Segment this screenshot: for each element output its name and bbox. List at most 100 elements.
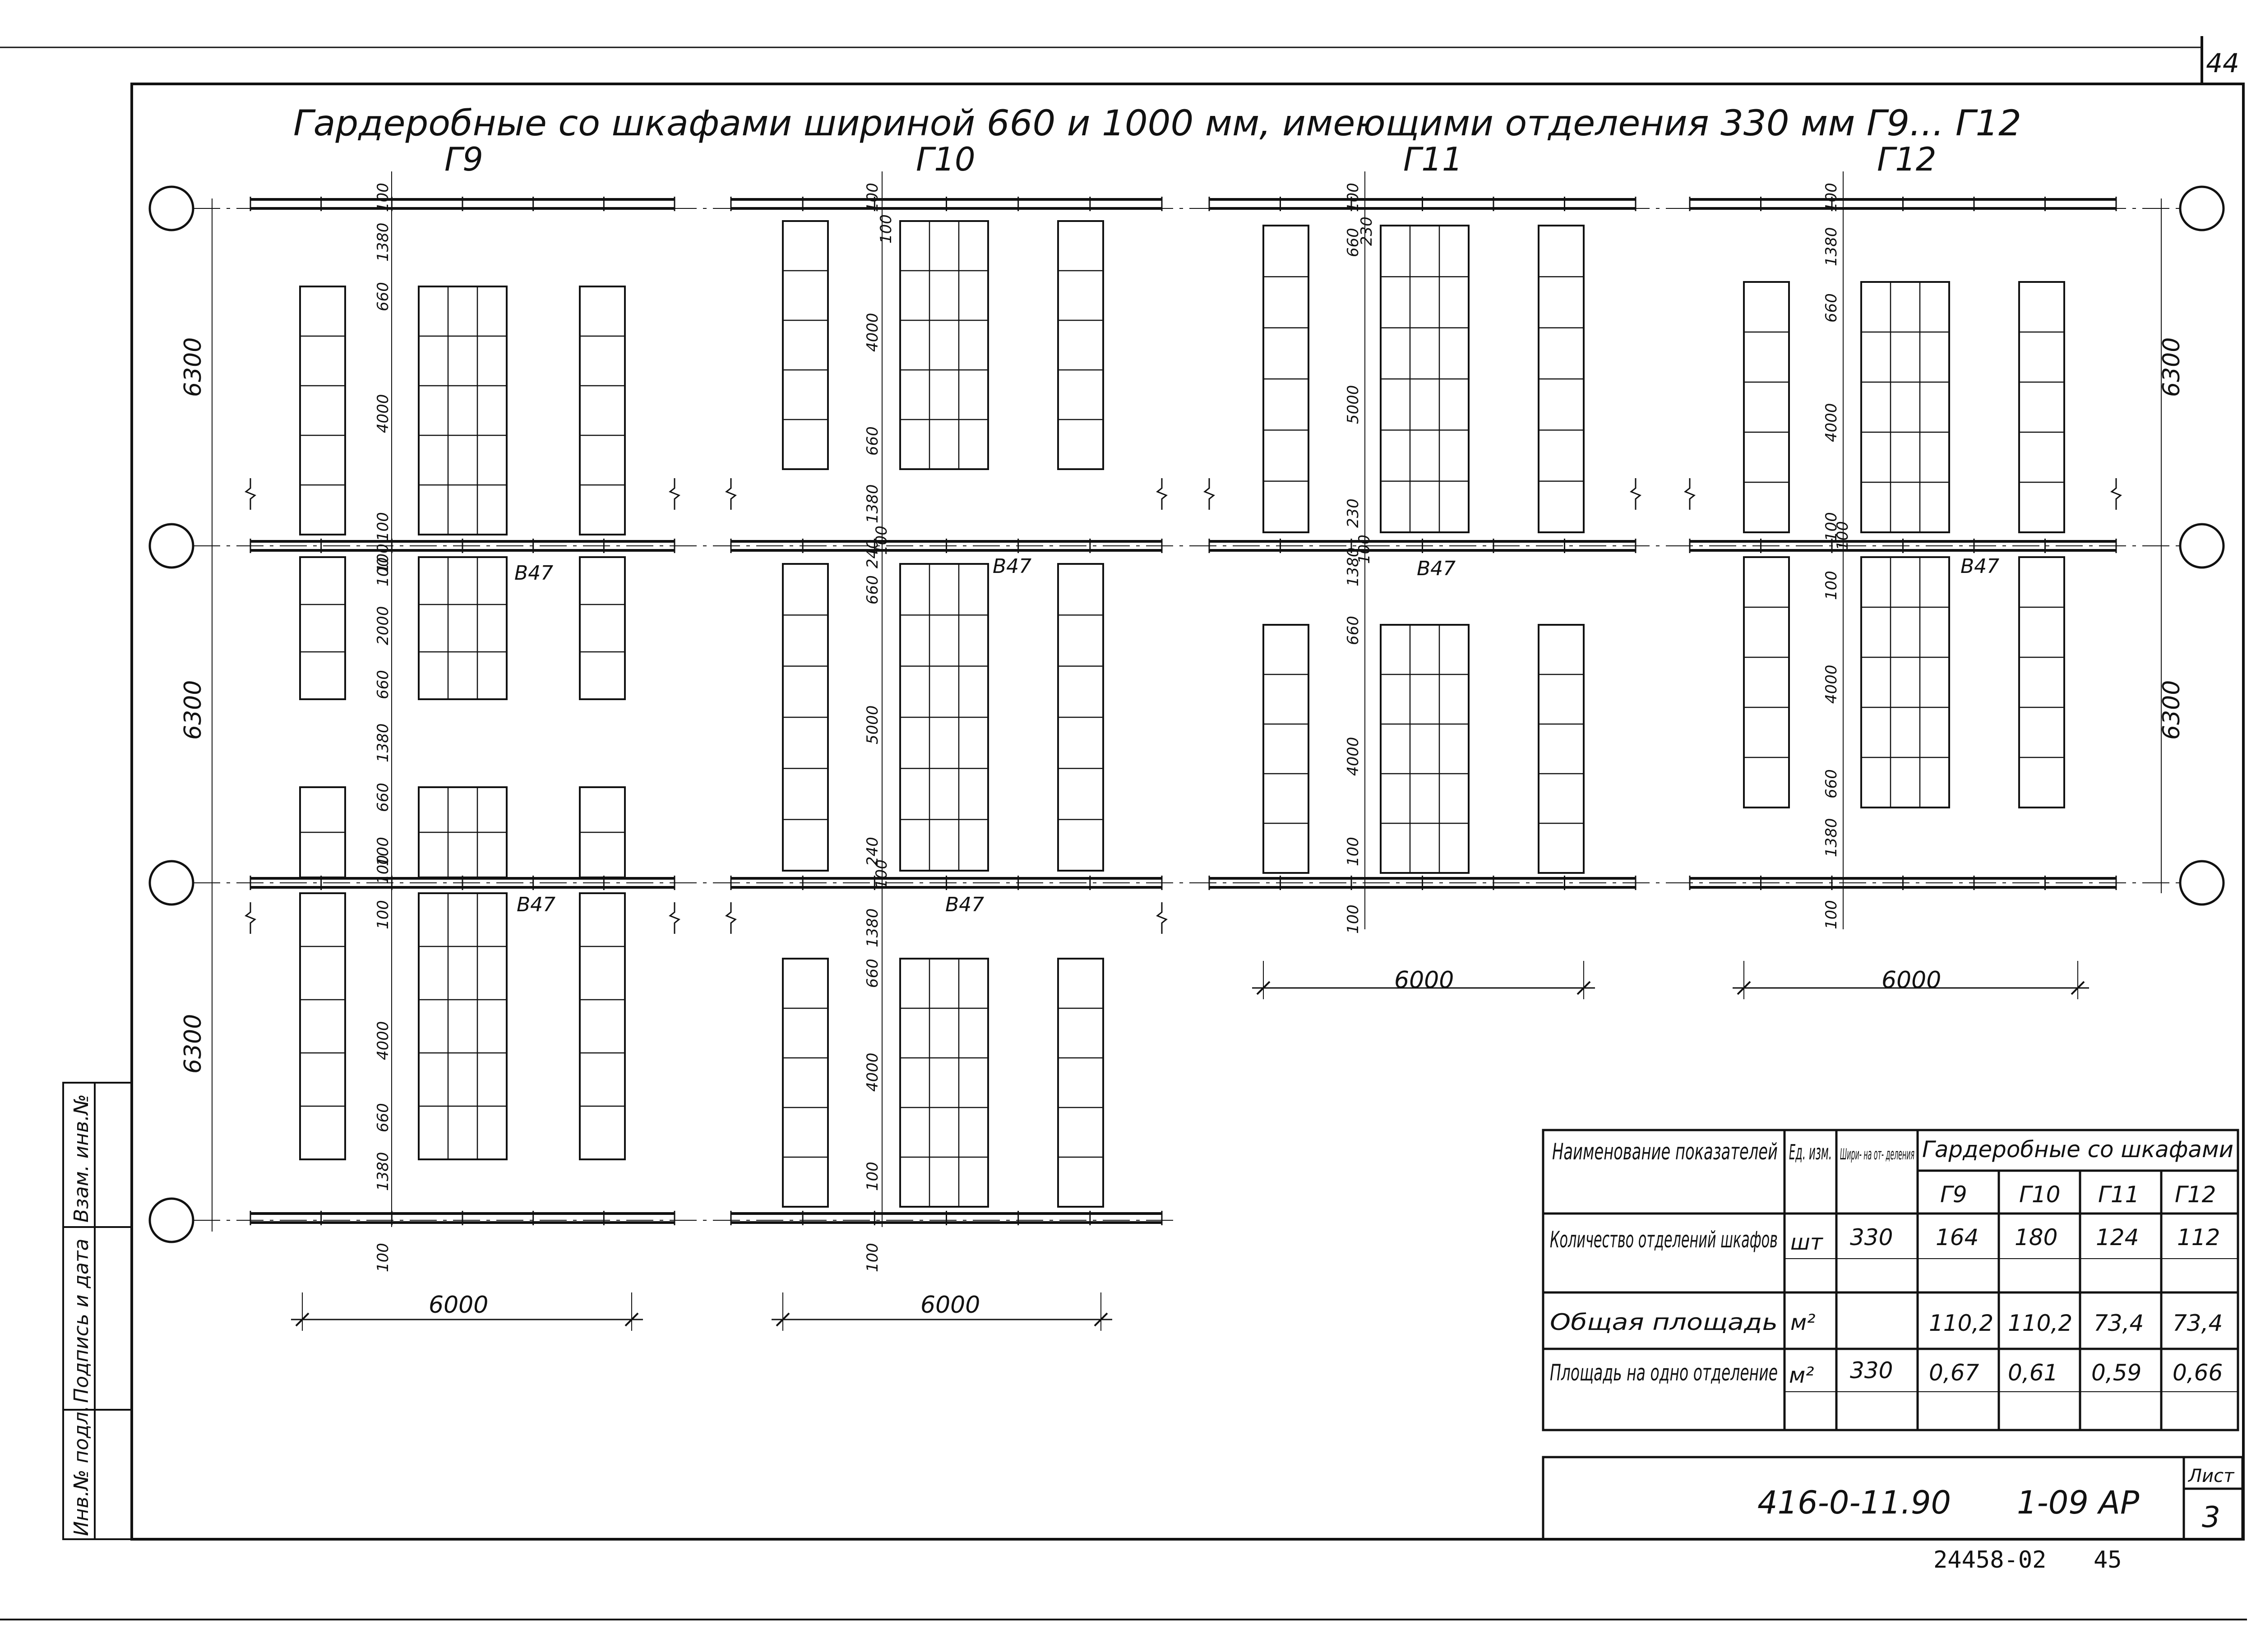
break-mark <box>1630 478 1641 510</box>
plan-label-g10: Г10 <box>916 140 975 178</box>
dimension-label: 100 <box>877 214 895 244</box>
plan-label-g12: Г12 <box>1877 140 1937 178</box>
plan-label-g9: Г9 <box>444 140 483 178</box>
dimension-label: 660 <box>374 1103 392 1132</box>
dimension-label: 660 <box>374 783 392 812</box>
dimension-label: 100 <box>1822 183 1840 212</box>
dimension-label: 4000 <box>1344 737 1362 776</box>
table-row-unit: шт <box>1790 1230 1824 1255</box>
dimension-label: 660 <box>374 670 392 699</box>
dimension-label: 100 <box>1344 183 1362 212</box>
table-head-group: Гардеробные со шкафами <box>1922 1136 2233 1163</box>
break-mark <box>725 478 737 510</box>
dimension-label: 100 <box>374 544 392 573</box>
title-block: 416-0-11.90 1-09 АР Лист 3 <box>1542 1456 2244 1541</box>
table-col-g12: Г12 <box>2175 1181 2216 1208</box>
dimension-label: 100 <box>374 837 392 866</box>
locker-block <box>418 556 508 700</box>
window-wall <box>1689 197 2117 211</box>
dimension-label: 100 <box>374 557 392 586</box>
axis-circle <box>148 523 194 569</box>
drawing-frame <box>130 83 2245 1541</box>
dimension-label: 1380 <box>374 1152 392 1191</box>
axis-circle <box>2179 523 2225 569</box>
dimension-label: 1380 <box>864 484 882 523</box>
locker-block <box>1860 281 1950 533</box>
dimension-label: 4000 <box>864 1052 882 1092</box>
dimension-label: 1380 <box>374 222 392 262</box>
axis-circle <box>2179 860 2225 906</box>
dimension-label: 660 <box>864 575 882 605</box>
equipment-mark: В47 <box>1960 555 1999 578</box>
locker-block <box>1743 556 1790 808</box>
table-cell: 0,66 <box>2173 1360 2223 1386</box>
drawing-section: 1-09 АР <box>2017 1484 2140 1521</box>
dimension-label: 660 <box>1344 616 1362 645</box>
dimension-label: 1380 <box>1344 547 1362 586</box>
dimension-label: 100 <box>374 900 392 929</box>
locker-block <box>1860 556 1950 808</box>
locker-block <box>2018 281 2065 533</box>
table-cell: 112 <box>2177 1224 2220 1251</box>
locker-block <box>1057 220 1104 470</box>
dimension-label: 1380 <box>374 723 392 762</box>
width-dim-g12: 6000 <box>1882 967 1941 994</box>
dimension-label: 4000 <box>1822 403 1840 442</box>
locker-block <box>418 286 508 535</box>
dimension-label: 2000 <box>374 606 392 645</box>
dimension-line <box>291 1292 643 1331</box>
table-row-name: Количество отделений шкафов <box>1550 1227 1778 1253</box>
side-stamp-field: Взам. инв.№ <box>70 1094 93 1223</box>
table-row-width: 330 <box>1850 1357 1893 1384</box>
width-dim-g10: 6000 <box>920 1292 980 1319</box>
dimension-label: 5000 <box>864 705 882 744</box>
drawing-code: 416-0-11.90 <box>1757 1484 1951 1521</box>
locker-block <box>1538 225 1585 533</box>
window-wall <box>250 539 675 553</box>
table-cell: 180 <box>2015 1224 2057 1251</box>
dimension-label: 100 <box>374 183 392 212</box>
break-mark <box>669 902 680 934</box>
axis-circle <box>148 1197 194 1243</box>
plan-label-g11: Г11 <box>1403 140 1463 178</box>
dimension-label: 100 <box>374 1243 392 1272</box>
break-mark <box>1684 478 1696 510</box>
locker-block <box>1057 563 1104 872</box>
axis-circle <box>148 185 194 231</box>
width-dim-g11: 6000 <box>1394 967 1454 994</box>
axis-circle <box>2179 185 2225 231</box>
table-col-g9: Г9 <box>1940 1181 1967 1208</box>
dimension-label: 100 <box>873 526 891 555</box>
window-wall <box>250 1211 675 1225</box>
dimension-label: 660 <box>1822 769 1840 798</box>
equipment-mark: В47 <box>1417 557 1456 580</box>
locker-block <box>1262 624 1309 874</box>
bay-dim: 6300 <box>180 1014 207 1074</box>
locker-block <box>899 958 989 1208</box>
locker-block <box>2018 556 2065 808</box>
dimension-label: 100 <box>864 1162 882 1191</box>
dimension-label: 1380 <box>864 908 882 947</box>
corner-number-box: 44 <box>2201 36 2239 84</box>
dimension-label: 230 <box>1358 217 1376 246</box>
dimension-label: 660 <box>864 426 882 456</box>
locker-block <box>579 892 626 1160</box>
table-head-unit: Ед. изм. <box>1789 1140 1832 1164</box>
window-wall <box>1689 539 2117 553</box>
dimension-label: 100 <box>1344 837 1362 866</box>
dimension-label: 100 <box>1822 900 1840 929</box>
sheet-title: Гардеробные со шкафами шириной 660 и 100… <box>293 103 2021 144</box>
locker-block <box>1380 225 1470 533</box>
table-row-unit: м² <box>1789 1363 1814 1388</box>
dimension-label: 100 <box>1822 571 1840 600</box>
locker-block <box>299 786 346 878</box>
bay-dim: 6300 <box>2158 337 2185 397</box>
break-mark <box>669 478 680 510</box>
break-mark <box>1156 478 1168 510</box>
table-row-unit: м² <box>1790 1310 1815 1335</box>
dimension-label: 100 <box>1834 521 1852 550</box>
dimension-line <box>1252 961 1595 999</box>
locker-block <box>579 286 626 535</box>
dimension-label: 230 <box>1344 498 1362 528</box>
table-cell: 110,2 <box>2008 1310 2072 1336</box>
